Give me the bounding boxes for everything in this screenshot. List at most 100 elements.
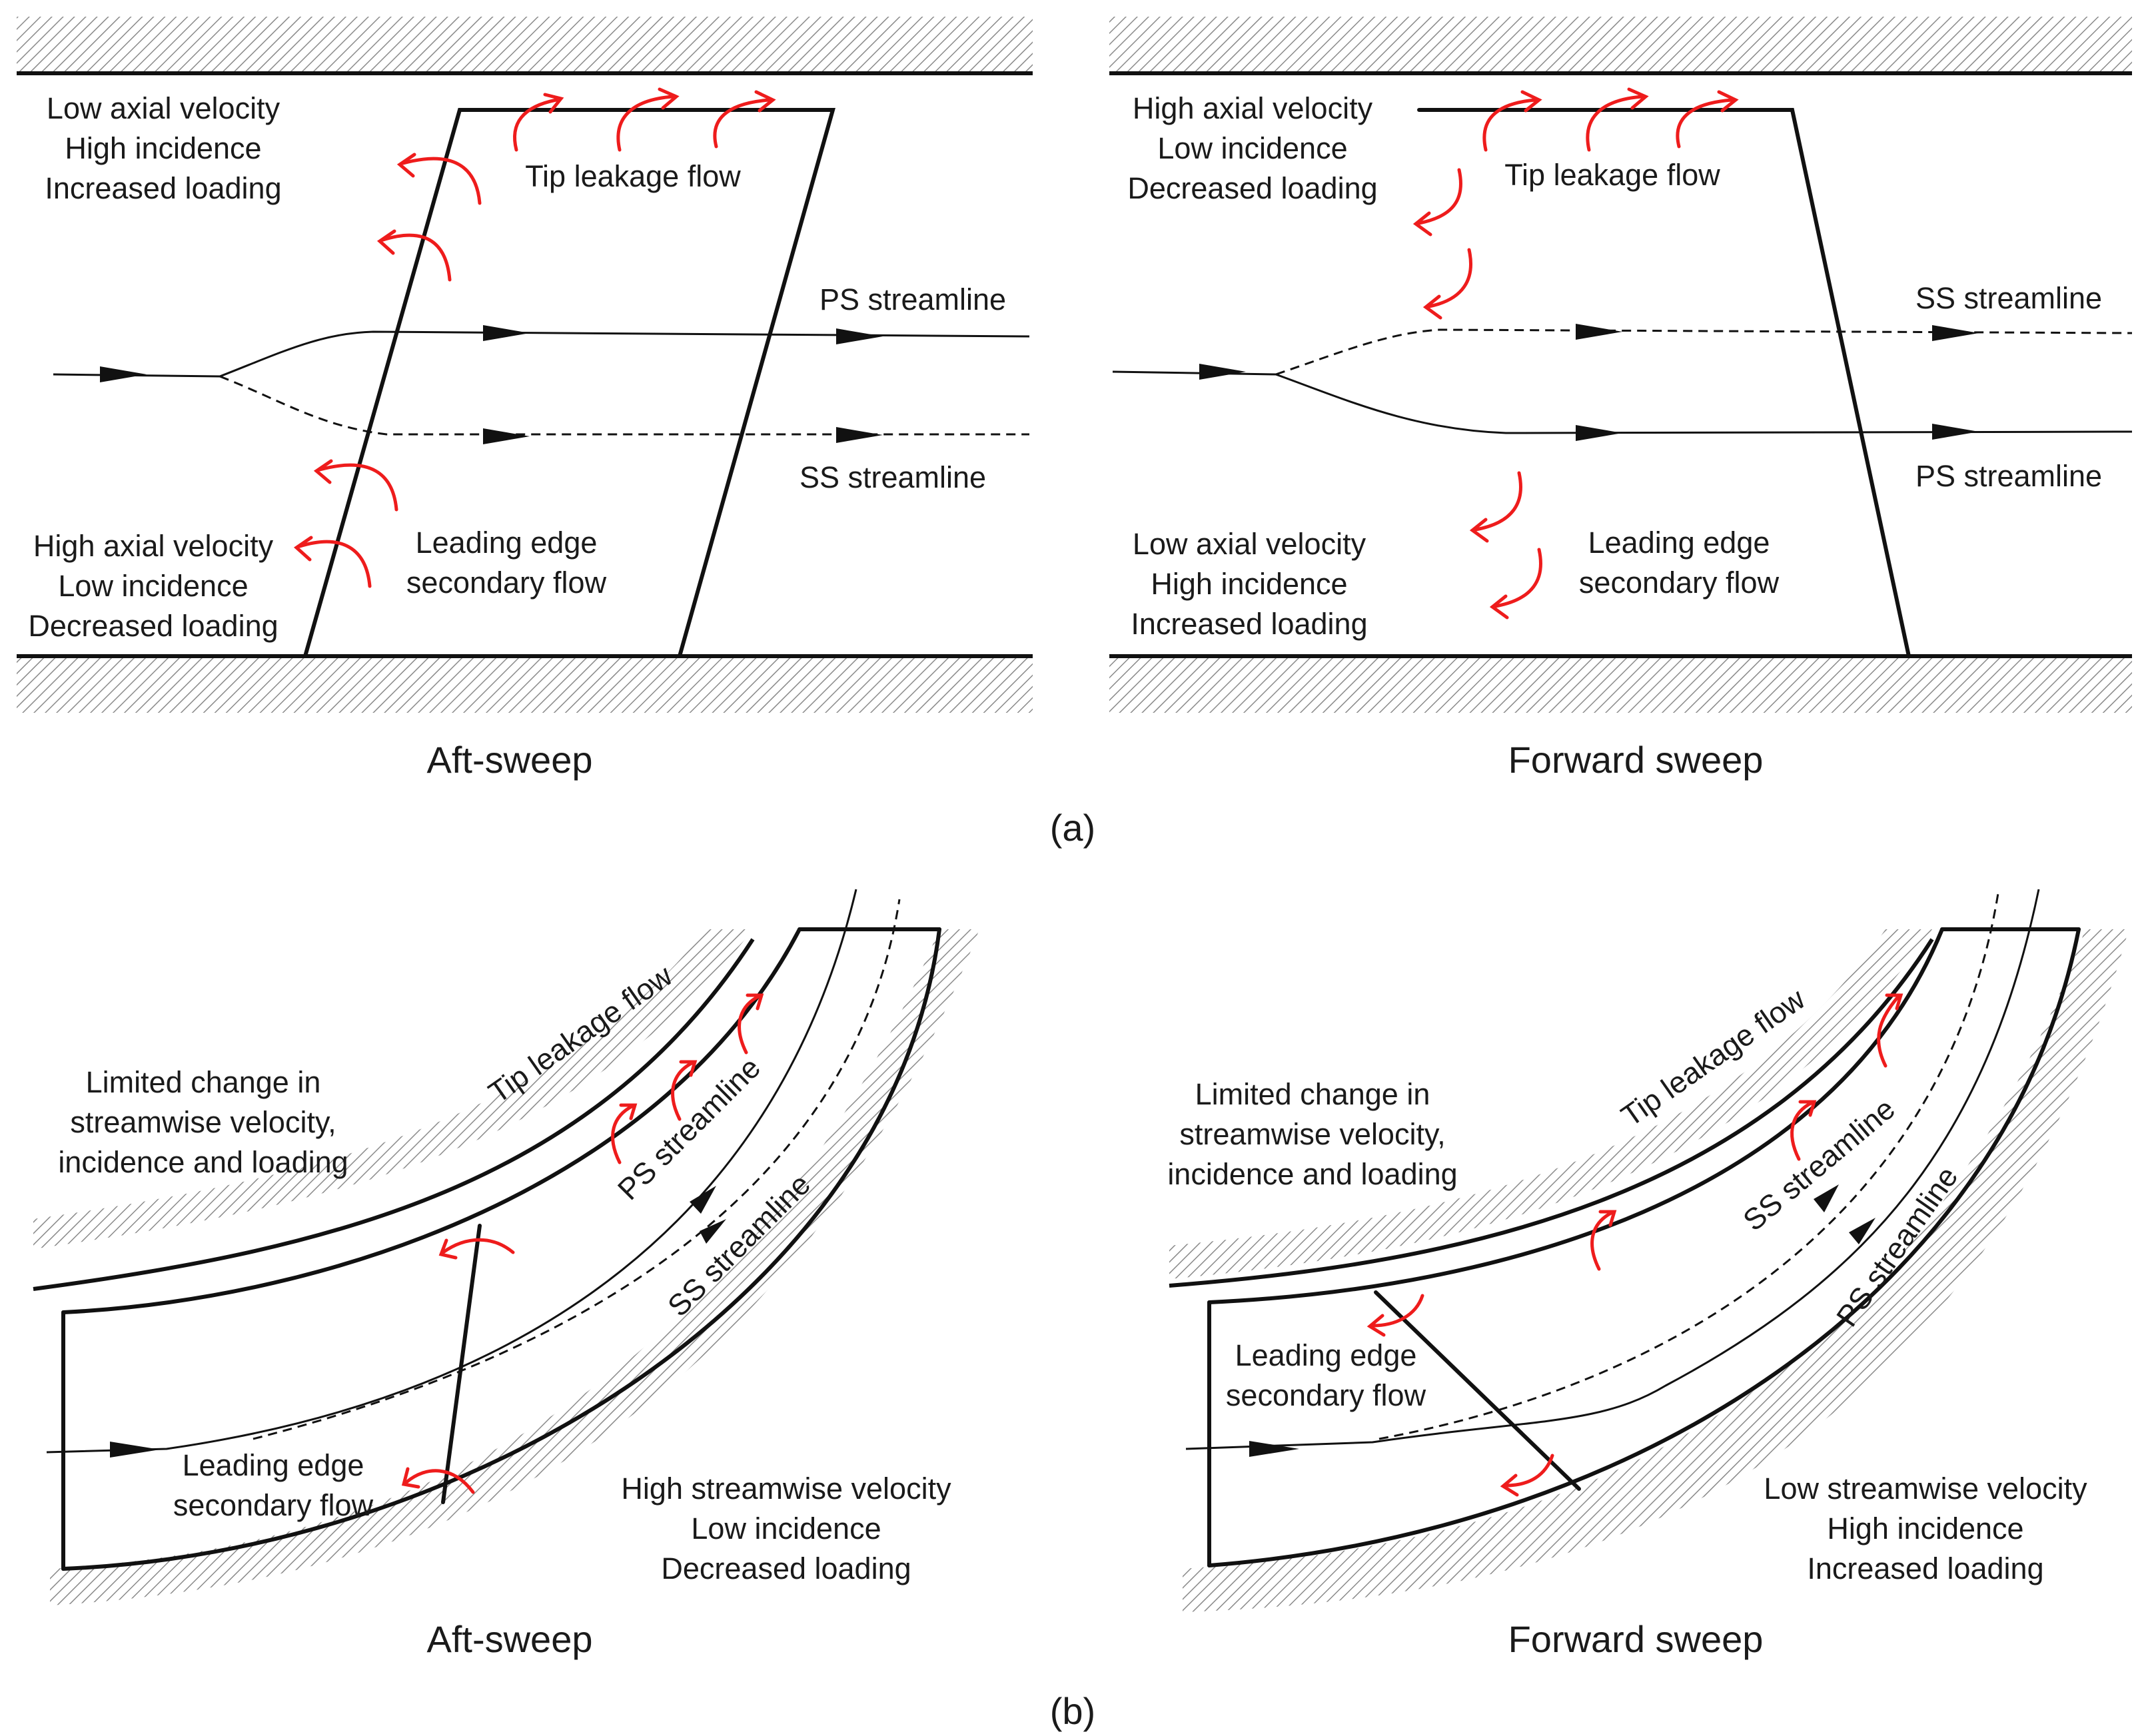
limited-line-2: streamwise velocity, bbox=[70, 1105, 336, 1139]
hub-region-line-1: Low axial velocity bbox=[1133, 527, 1366, 561]
flow-arrows bbox=[1366, 993, 1903, 1497]
aft-caption: Aft-sweep bbox=[427, 1618, 593, 1660]
le-secondary-line-1: Leading edge bbox=[183, 1448, 364, 1482]
le-secondary-line-2: secondary flow bbox=[1226, 1378, 1426, 1412]
lower-streamline-label: PS streamline bbox=[1915, 459, 2102, 493]
tip-region-line-1: High axial velocity bbox=[1133, 91, 1373, 125]
red-arrow-icon bbox=[1586, 95, 1644, 152]
ss-streamline bbox=[219, 375, 1029, 436]
red-arrow-icon bbox=[401, 157, 482, 205]
red-arrow-icon bbox=[1417, 168, 1462, 225]
red-arrow-icon bbox=[381, 233, 452, 282]
ss-streamline bbox=[1378, 889, 2000, 1440]
panel-b-aft: Limited change in streamwise velocity, i… bbox=[33, 889, 979, 1660]
streamline-arrowhead bbox=[836, 427, 883, 443]
tip-leakage-label: Tip leakage flow bbox=[1504, 158, 1720, 192]
forward-caption: Forward sweep bbox=[1508, 739, 1764, 781]
red-arrow-icon bbox=[1494, 548, 1542, 608]
streamline-arrowhead bbox=[1576, 324, 1622, 340]
red-arrow-icon bbox=[396, 153, 416, 178]
red-arrow-icon bbox=[318, 463, 398, 512]
le-secondary-line-2: secondary flow bbox=[1579, 566, 1780, 600]
red-arrow-icon bbox=[401, 1467, 420, 1489]
streamline-arrowhead bbox=[836, 328, 883, 344]
limited-line-2: streamwise velocity, bbox=[1179, 1117, 1445, 1151]
blade-leading-edge bbox=[1374, 1290, 1581, 1491]
le-secondary-line-2: secondary flow bbox=[173, 1488, 374, 1522]
tip-region-line-3: Increased loading bbox=[45, 171, 281, 205]
red-arrow-icon bbox=[376, 229, 396, 255]
hub-region-line-2: Low incidence bbox=[58, 569, 248, 603]
red-arrow-icon bbox=[513, 98, 558, 152]
le-secondary-line-1: Leading edge bbox=[416, 526, 598, 560]
hub-region-line-2: High incidence bbox=[1827, 1512, 2023, 1545]
limited-line-1: Limited change in bbox=[86, 1065, 321, 1099]
streamline-arrowhead bbox=[1249, 1441, 1299, 1457]
passage-hub-line bbox=[61, 927, 941, 1571]
red-arrow-icon bbox=[1877, 994, 1901, 1068]
blade-outline bbox=[303, 108, 835, 658]
red-arrow-icon bbox=[1676, 98, 1734, 149]
red-arrow-icon bbox=[619, 1103, 638, 1120]
hub-region-line-3: Increased loading bbox=[1131, 607, 1367, 641]
lower-streamline-label: SS streamline bbox=[800, 460, 986, 494]
ps-streamline bbox=[46, 889, 857, 1454]
tip-region-line-3: Decreased loading bbox=[1127, 171, 1377, 205]
streamline-arrowhead bbox=[1932, 424, 1979, 440]
casing-wall bbox=[1169, 938, 1934, 1288]
streamline-arrowhead bbox=[690, 1186, 716, 1214]
upper-streamline-label: SS streamline bbox=[1915, 281, 2102, 315]
casing-hatch bbox=[33, 929, 753, 1249]
red-arrow-icon bbox=[1520, 90, 1542, 113]
le-secondary-line-1: Leading edge bbox=[1588, 526, 1770, 560]
streamline-arrowhead bbox=[1932, 325, 1979, 341]
panel-a-aft: Low axial velocity High incidence Increa… bbox=[17, 17, 1033, 781]
streamline-arrowhead bbox=[483, 428, 530, 444]
red-arrow-icon bbox=[441, 1238, 515, 1254]
limited-line-3: incidence and loading bbox=[58, 1145, 348, 1179]
hub-region-line-3: Decreased loading bbox=[661, 1551, 911, 1585]
red-arrow-icon bbox=[1504, 1454, 1554, 1488]
red-arrow-icon bbox=[1798, 1100, 1817, 1117]
hub-hatch bbox=[1183, 929, 2129, 1612]
red-arrow-icon bbox=[1412, 211, 1432, 236]
red-arrow-icon bbox=[1366, 1314, 1386, 1337]
red-arrow-icon bbox=[438, 1238, 458, 1260]
red-arrow-icon bbox=[1885, 993, 1903, 1011]
ss-streamline bbox=[253, 899, 901, 1440]
hub-region-line-3: Decreased loading bbox=[28, 609, 278, 643]
red-arrow-icon bbox=[671, 1061, 695, 1121]
hub-region-line-2: Low incidence bbox=[691, 1512, 881, 1545]
red-arrow-icon bbox=[404, 1469, 475, 1494]
le-flow-arrows bbox=[293, 153, 482, 588]
red-arrow-icon bbox=[658, 87, 680, 110]
streamline-arrowhead bbox=[483, 325, 530, 341]
red-arrow-icon bbox=[1500, 1474, 1519, 1497]
red-arrow-icon bbox=[1489, 594, 1509, 620]
hub-region-line-1: High axial velocity bbox=[33, 529, 274, 563]
forward-caption: Forward sweep bbox=[1508, 1618, 1764, 1660]
panel-b-forward: Limited change in streamwise velocity, i… bbox=[1167, 889, 2129, 1660]
red-arrow-icon bbox=[713, 98, 772, 149]
tip-region-line-2: High incidence bbox=[65, 131, 261, 165]
red-arrow-icon bbox=[738, 994, 762, 1055]
ps-streamline bbox=[53, 330, 1030, 378]
hub-hatch bbox=[17, 656, 1033, 713]
aft-caption: Aft-sweep bbox=[427, 739, 593, 781]
red-arrow-icon bbox=[1590, 1210, 1614, 1271]
red-arrow-icon bbox=[746, 993, 764, 1011]
passage-casing-line bbox=[61, 927, 802, 1314]
red-arrow-icon bbox=[1474, 471, 1522, 532]
ss-streamline bbox=[1275, 328, 2133, 376]
ss-streamline-label: SS streamline bbox=[1736, 1092, 1901, 1238]
panel-a-label: (a) bbox=[1050, 807, 1095, 849]
upper-streamline-label: PS streamline bbox=[819, 282, 1006, 316]
red-arrow-icon bbox=[1370, 1294, 1424, 1328]
red-arrow-icon bbox=[611, 1104, 635, 1164]
hub-region-line-1: Low streamwise velocity bbox=[1764, 1472, 2087, 1506]
streamline-arrowhead bbox=[110, 1442, 160, 1458]
red-arrow-icon bbox=[616, 95, 675, 152]
panel-b-label: (b) bbox=[1050, 1690, 1095, 1732]
red-arrow-icon bbox=[1717, 90, 1739, 113]
ps-streamline bbox=[1185, 889, 2040, 1450]
